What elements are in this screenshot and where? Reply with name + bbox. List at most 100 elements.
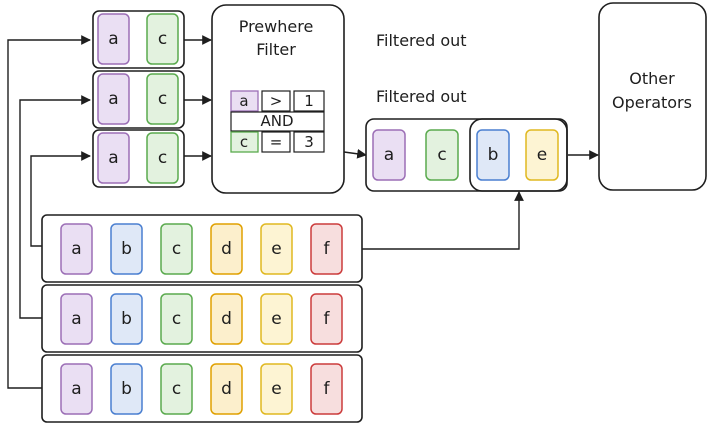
column-cell-box: [160, 223, 193, 275]
column-cell-label: e: [537, 145, 547, 165]
column-cell-b: b: [110, 293, 143, 345]
column-cell-box: [425, 129, 459, 181]
column-cell-a: a: [60, 363, 93, 415]
column-cell-f: f: [310, 293, 343, 345]
connector-source1-to-be-group: [362, 191, 524, 250]
condition-value-cell: [293, 131, 325, 153]
column-cell-label: a: [108, 148, 118, 168]
column-cell-label: e: [271, 309, 281, 329]
condition-operator-text: =: [270, 133, 283, 151]
column-cell-label: a: [71, 379, 81, 399]
column-cell-label: c: [158, 89, 167, 109]
column-cell-label: d: [221, 239, 232, 259]
column-cell-label: c: [158, 148, 167, 168]
other-operators: Other Operators: [598, 2, 707, 191]
column-cell-box: [260, 363, 293, 415]
condition-column-text: c: [240, 133, 248, 151]
column-cell-box: [372, 129, 406, 181]
column-cell-box: [160, 293, 193, 345]
column-cell-b: b: [110, 363, 143, 415]
other-operators-line2: Operators: [612, 93, 692, 112]
column-cell-box: [60, 363, 93, 415]
column-cell-box: [97, 132, 130, 184]
column-cell-label: e: [271, 239, 281, 259]
condition-value-cell: [293, 90, 325, 112]
column-cell-d: d: [210, 223, 243, 275]
column-cell-box: [60, 293, 93, 345]
column-cell-box: [310, 293, 343, 345]
column-cell-label: c: [172, 379, 181, 399]
connector-source1-to-input3: [30, 151, 91, 247]
column-cell-f: f: [310, 363, 343, 415]
column-cell-label: c: [172, 309, 181, 329]
condition-row-2: c = 3: [230, 131, 325, 153]
column-cell-box: [310, 223, 343, 275]
column-cell-label: c: [437, 145, 446, 165]
column-cell-label: a: [108, 29, 118, 49]
column-cell-label: b: [121, 379, 132, 399]
column-cell-c: c: [146, 132, 179, 184]
condition-operator-cell: [261, 90, 291, 112]
column-cell-label: e: [271, 379, 281, 399]
column-cell-b: b: [476, 129, 510, 181]
condition-column-cell: [230, 90, 259, 112]
column-cell-label: a: [384, 145, 394, 165]
column-cell-d: d: [210, 363, 243, 415]
column-cell-box: [146, 13, 179, 65]
column-cell-c: c: [160, 223, 193, 275]
column-cell-box: [110, 293, 143, 345]
condition-row-1: a > 1: [230, 90, 325, 112]
column-cell-box: [210, 293, 243, 345]
column-cell-label: f: [324, 379, 331, 399]
condition-column-cell: [230, 131, 259, 153]
connectors: [7, 35, 599, 389]
column-cell-box: [210, 223, 243, 275]
prewhere-title-line2: Filter: [256, 40, 296, 59]
column-cell-label: d: [221, 379, 232, 399]
column-cell-box: [110, 223, 143, 275]
connector-source2-to-input2: [19, 95, 91, 319]
column-cell-box: [160, 363, 193, 415]
filtered-out-note-2: Filtered out: [376, 87, 467, 106]
column-cell-box: [146, 132, 179, 184]
column-cell-a: a: [372, 129, 406, 181]
condition-value-text: 3: [304, 133, 314, 151]
column-cell-box: [97, 13, 130, 65]
column-cell-e: e: [525, 129, 559, 181]
column-cell-label: f: [324, 239, 331, 259]
result-block: [365, 118, 568, 192]
other-operators-box: [598, 2, 707, 191]
column-cell-d: d: [210, 293, 243, 345]
column-cell-label: c: [158, 29, 167, 49]
result-be-group: [469, 118, 568, 192]
other-operators-line1: Other: [629, 69, 675, 88]
column-cell-box: [476, 129, 510, 181]
column-cell-label: a: [108, 89, 118, 109]
conjunction-text: AND: [260, 112, 293, 130]
condition-operator-text: >: [270, 92, 283, 110]
column-cell-box: [146, 73, 179, 125]
conjunction-cell: [230, 111, 325, 132]
filtered-out-note-1: Filtered out: [376, 31, 467, 50]
column-cell-label: f: [324, 309, 331, 329]
condition-value-text: 1: [304, 92, 314, 110]
column-cell-label: b: [121, 309, 132, 329]
column-cell-box: [310, 363, 343, 415]
column-cell-c: c: [160, 363, 193, 415]
column-cell-label: c: [172, 239, 181, 259]
column-cell-box: [525, 129, 559, 181]
connector-source3-to-input1: [7, 35, 91, 389]
column-cell-b: b: [110, 223, 143, 275]
column-cell-a: a: [60, 223, 93, 275]
column-cell-e: e: [260, 223, 293, 275]
prewhere-title-line1: Prewhere: [239, 17, 314, 36]
column-cell-a: a: [60, 293, 93, 345]
column-cell-a: a: [97, 13, 130, 65]
column-cell-c: c: [160, 293, 193, 345]
column-cell-c: c: [146, 73, 179, 125]
column-cell-e: e: [260, 293, 293, 345]
column-cell-label: d: [221, 309, 232, 329]
column-cell-e: e: [260, 363, 293, 415]
